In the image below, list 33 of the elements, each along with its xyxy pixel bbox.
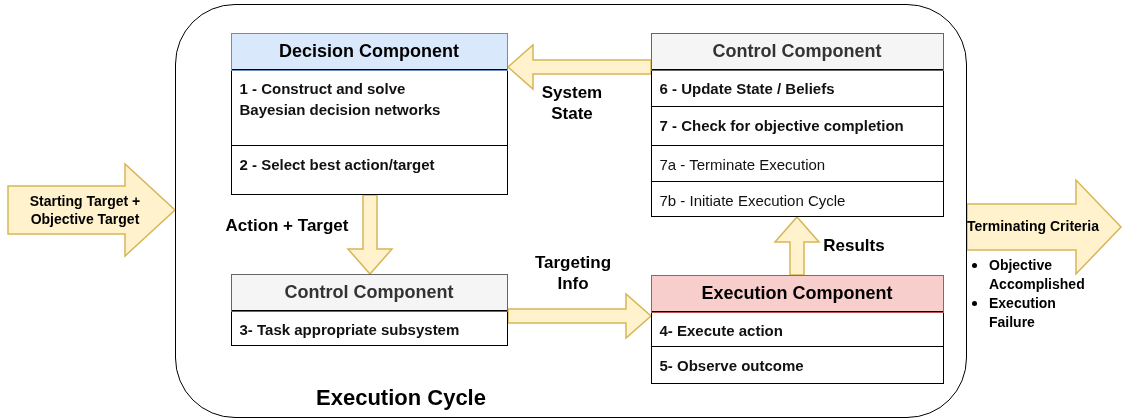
block-arrow bbox=[346, 194, 394, 276]
block-arrow bbox=[773, 215, 821, 276]
list-item-text: Execution Failure bbox=[989, 294, 1057, 332]
list-item-text: Objective Accomplished bbox=[989, 256, 1086, 294]
component-table bbox=[230, 273, 508, 346]
table-row-text: 1 - Construct and solve Bayesian decision networks bbox=[238, 78, 442, 120]
table-row: 2 - Select best action/target bbox=[231, 144, 507, 196]
block-arrow bbox=[966, 178, 1123, 276]
edge-label: System State bbox=[540, 82, 604, 124]
block-arrow bbox=[506, 43, 652, 91]
table-row: 7a - Terminate Execution bbox=[651, 144, 943, 181]
table-header: Control Component bbox=[651, 33, 943, 70]
cycle-container bbox=[175, 4, 967, 418]
edge-label: Results bbox=[822, 235, 886, 256]
edge-label: Action + Target bbox=[224, 215, 350, 236]
table-row: 7 - Check for objective completion bbox=[651, 105, 943, 145]
table-row-text: 4- Execute action bbox=[658, 320, 784, 341]
component-table bbox=[650, 274, 944, 384]
table-row-text: 3- Task appropriate subsystem bbox=[238, 319, 461, 340]
edge-label: Starting Target + Objective Target bbox=[28, 192, 142, 228]
component-table bbox=[650, 32, 944, 217]
table-row-text: 6 - Update State / Beliefs bbox=[658, 78, 836, 99]
table-header: Decision Component bbox=[231, 33, 507, 70]
edge-label: Terminating Criteria bbox=[966, 217, 1100, 235]
table-row: 5- Observe outcome bbox=[651, 345, 943, 385]
container-title: Execution Cycle bbox=[315, 385, 487, 411]
edge-label: Targeting Info bbox=[533, 252, 613, 294]
table-row: 7b - Initiate Execution Cycle bbox=[651, 180, 943, 218]
component-table bbox=[230, 32, 508, 195]
table-header: Control Component bbox=[231, 274, 507, 311]
block-arrow bbox=[7, 162, 177, 258]
block-arrow bbox=[507, 292, 653, 340]
table-header: Execution Component bbox=[651, 275, 943, 312]
